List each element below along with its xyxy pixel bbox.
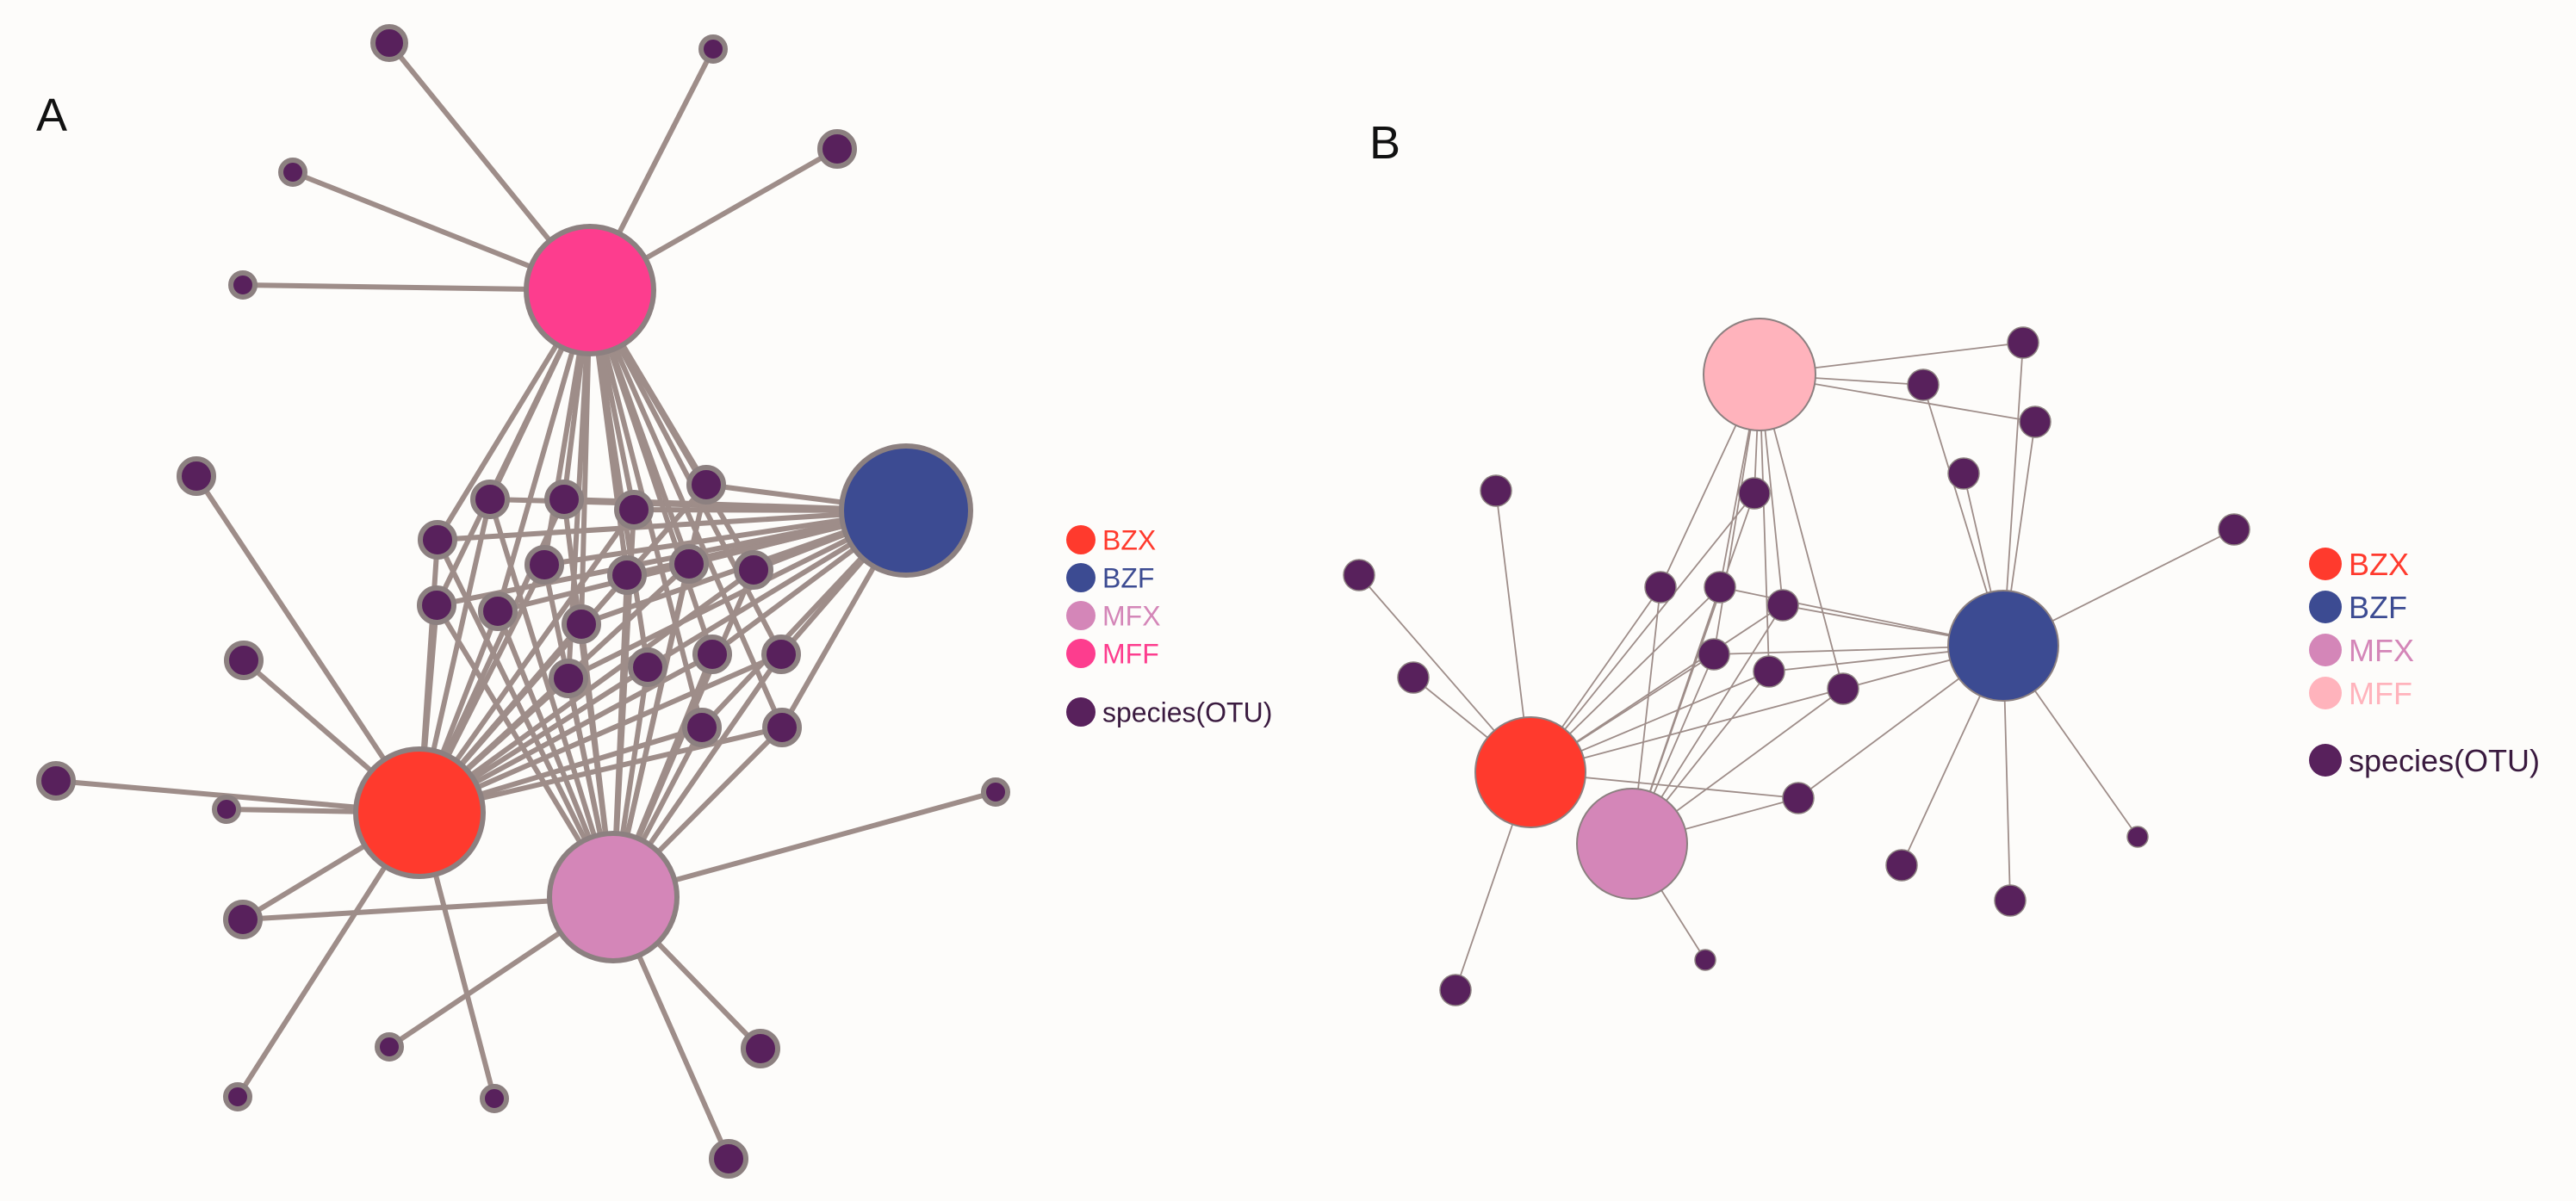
edge-a-otu31-mff: [587, 288, 784, 657]
panel-b-nodes: [1343, 318, 2250, 1006]
otu-node: [223, 900, 263, 939]
otu-node: [223, 1082, 252, 1111]
legend-swatch-bzx: [2309, 548, 2342, 580]
otu-node: [607, 555, 647, 595]
otu-node: [692, 635, 732, 674]
otu-node: [224, 641, 264, 680]
otu-node: [1343, 559, 1375, 591]
otu-node: [761, 635, 801, 674]
edge-a-otu20-bzf: [435, 508, 909, 542]
otu-node: [549, 659, 588, 698]
otu-node: [544, 480, 584, 519]
legend-label-speciesotu: species(OTU): [1102, 697, 1272, 728]
otu-node: [1694, 949, 1716, 971]
edge-b-otu4-bzx: [1530, 492, 1755, 773]
otu-node: [1947, 457, 1980, 490]
otu-node: [682, 708, 722, 747]
edge-a-otu5-bzx: [194, 474, 422, 815]
otu-node: [1766, 589, 1799, 622]
hub-node-mfx: [1576, 788, 1688, 900]
hub-node-bzx: [353, 746, 486, 879]
otu-node: [2218, 513, 2250, 546]
otu-node: [2007, 326, 2039, 359]
legend-label-bzf: BZF: [1102, 563, 1154, 594]
otu-node: [669, 544, 709, 584]
hub-node-bzf: [1947, 590, 2059, 702]
otu-node: [741, 1029, 780, 1068]
hub-node-bzx: [1474, 716, 1586, 828]
legend-swatch-mfx: [2309, 634, 2342, 666]
otu-node: [1753, 655, 1785, 688]
hub-node-bzf: [839, 443, 973, 578]
panel-a-nodes: [36, 24, 1010, 1179]
otu-node: [1907, 368, 1940, 401]
legend-swatch-bzx: [1066, 525, 1096, 554]
otu-node: [525, 545, 564, 585]
otu-node: [177, 456, 216, 496]
otu-node: [1782, 782, 1815, 814]
otu-node: [370, 24, 408, 62]
otu-node: [614, 490, 654, 529]
legend-label-mff: MFF: [1102, 639, 1159, 670]
legend-swatch-mff: [1066, 639, 1096, 668]
otu-node: [709, 1139, 748, 1179]
otu-node: [1439, 974, 1472, 1006]
edge-a-otu33-mff: [587, 288, 785, 730]
legend-swatch-speciesotu: [2309, 744, 2342, 777]
legend-label-speciesotu: species(OTU): [2349, 743, 2540, 778]
panel-b-network: B BZX BZF MFX MFF species(OTU): [1343, 117, 2540, 1006]
otu-node: [562, 604, 601, 644]
otu-node: [375, 1032, 404, 1062]
otu-node: [1704, 571, 1736, 604]
legend-swatch-bzf: [1066, 563, 1096, 592]
legend-label-bzf: BZF: [2349, 590, 2407, 625]
otu-node: [228, 270, 258, 300]
otu-node: [628, 647, 667, 687]
otu-node: [1885, 849, 1918, 882]
otu-node: [278, 158, 307, 187]
otu-node: [2126, 826, 2149, 848]
legend-label-bzx: BZX: [1102, 525, 1156, 556]
otu-node: [36, 761, 76, 801]
otu-node: [734, 550, 773, 590]
hub-node-mff: [524, 224, 656, 356]
otu-node: [762, 708, 802, 747]
otu-node: [478, 591, 518, 631]
legend-swatch-speciesotu: [1066, 697, 1096, 727]
otu-node: [981, 777, 1010, 807]
otu-node: [212, 795, 241, 824]
legend-swatch-mff: [2309, 677, 2342, 709]
otu-node: [480, 1084, 509, 1113]
otu-node: [1994, 884, 2027, 917]
panel-b-label: B: [1369, 117, 1400, 169]
otu-node: [1480, 474, 1512, 507]
otu-node: [1397, 661, 1430, 694]
otu-node: [2019, 405, 2051, 438]
otu-node: [698, 34, 728, 64]
otu-node: [1827, 672, 1859, 705]
panel-a-label: A: [36, 90, 67, 141]
otu-node: [417, 585, 456, 625]
otu-node: [470, 480, 510, 519]
legend-swatch-mfx: [1066, 601, 1096, 630]
legend-label-mfx: MFX: [2349, 633, 2414, 668]
legend-label-mfx: MFX: [1102, 601, 1161, 632]
legend-label-mff: MFF: [2349, 676, 2412, 711]
hub-node-mfx: [547, 831, 680, 963]
otu-node: [817, 129, 857, 169]
otu-node: [1644, 571, 1677, 604]
panel-a-legend: BZX BZF MFX MFF species(OTU): [1066, 525, 1272, 728]
panel-a-network: A BZX BZF MFX MFF species(OTU): [36, 24, 1272, 1179]
otu-node: [418, 520, 457, 560]
panel-b-legend: BZX BZF MFX MFF species(OTU): [2309, 547, 2540, 778]
otu-node: [1698, 638, 1730, 671]
legend-swatch-bzf: [2309, 591, 2342, 623]
otu-node: [1738, 477, 1771, 510]
hub-node-mff: [1703, 318, 1816, 431]
legend-label-bzx: BZX: [2349, 547, 2409, 582]
otu-node: [686, 465, 726, 505]
